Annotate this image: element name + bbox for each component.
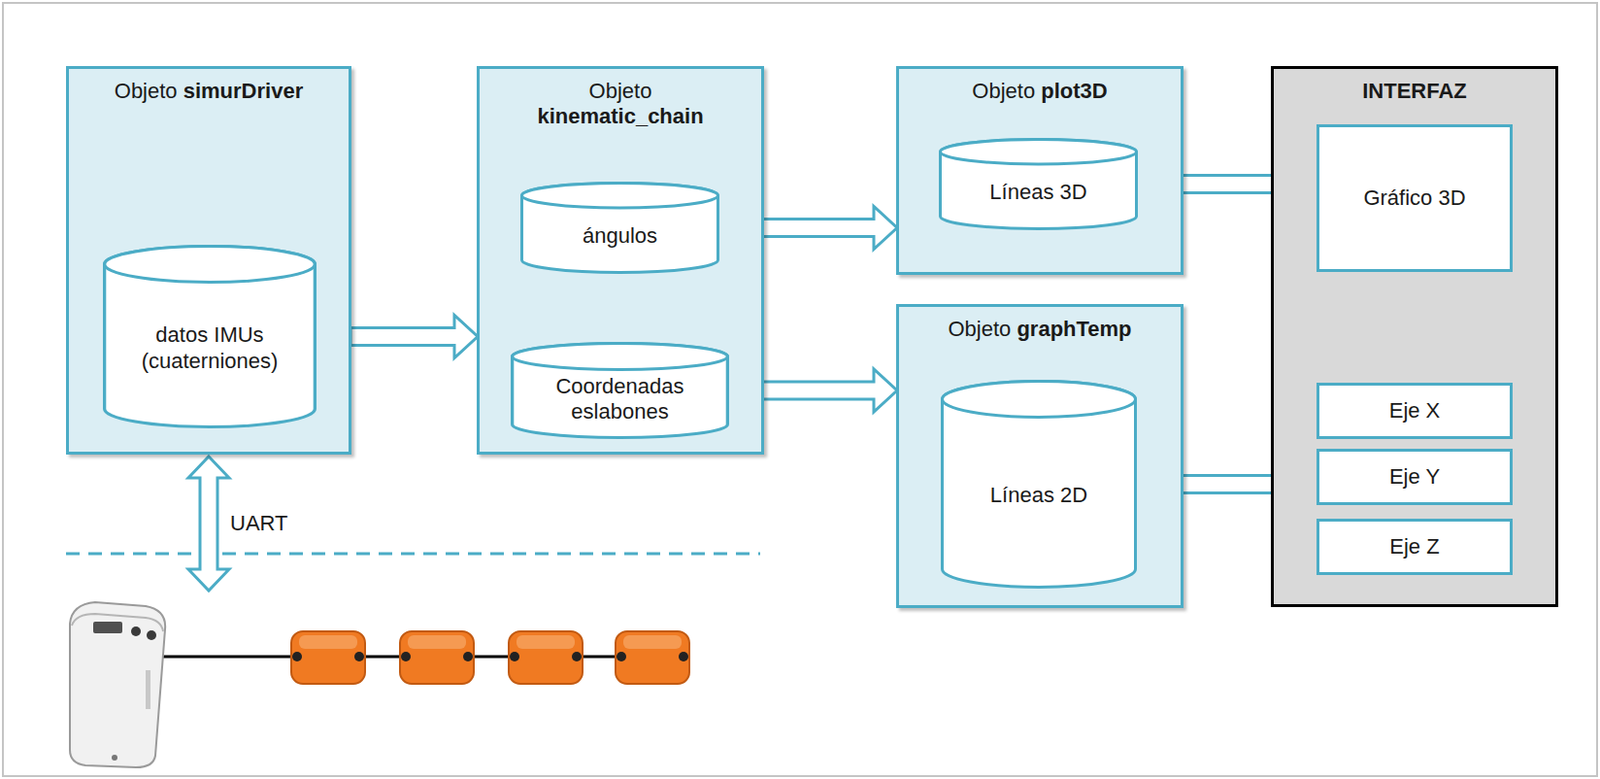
boundary-dashed-line [66, 552, 761, 556]
imu-sensor [508, 631, 583, 684]
box-label: Eje Y [1389, 464, 1440, 490]
xsens-master-device [69, 601, 166, 767]
box-heading: Objeto simurDriver [76, 78, 341, 104]
box-label: Líneas 2D [980, 482, 1098, 508]
uart-double-arrow [188, 456, 230, 591]
box-label: Líneas 3D [979, 179, 1097, 205]
interface-label: UART [230, 510, 289, 536]
box-label: Coordenadas eslabones [510, 373, 730, 426]
data-cylinder: Líneas 3D [938, 137, 1138, 231]
object-box: Objeto graphTempLíneas 2D [896, 303, 1184, 608]
box-label: datos IMUs (cuaterniones) [102, 322, 317, 374]
imu-sensor [291, 631, 366, 684]
box-heading: INTERFAZ [1281, 78, 1548, 104]
object-box: Objeto kinematic_chain ángulosCoordenadas… [476, 66, 765, 455]
data-cylinder: Coordenadas eslabones [510, 341, 730, 439]
imu-sensor [400, 631, 474, 684]
object-box: Objeto plot3D Líneas 3D [896, 66, 1184, 275]
interface-box: Eje Z [1316, 518, 1513, 575]
box-label: Eje X [1389, 398, 1441, 424]
data-cylinder: datos IMUs (cuaterniones) [102, 244, 317, 429]
interface-box: Eje X [1316, 382, 1513, 439]
interface-panel: INTERFAZ Gráfico 3D Eje X Eje Y Eje Z [1270, 66, 1559, 607]
hollow-arrow [350, 315, 478, 359]
imu-sensors [291, 631, 690, 684]
box-heading: Objeto graphTemp [906, 316, 1173, 342]
box-label: Eje Z [1389, 533, 1439, 560]
box-heading: Objeto plot3D [906, 78, 1173, 104]
box-label: Gráfico 3D [1363, 185, 1466, 211]
data-cylinder: ángulos [520, 181, 720, 274]
box-label: ángulos [572, 223, 667, 249]
uart-label: UART [230, 510, 289, 536]
data-cylinder: Líneas 2D [940, 379, 1137, 589]
box-heading: Objeto kinematic_chain [487, 78, 754, 131]
interface-box: Gráfico 3D [1316, 124, 1513, 272]
object-box: Objeto simurDriver datos IMUs (cuaternion… [66, 66, 352, 455]
imu-sensor [615, 631, 690, 684]
interface-box: Eje Y [1316, 448, 1513, 505]
